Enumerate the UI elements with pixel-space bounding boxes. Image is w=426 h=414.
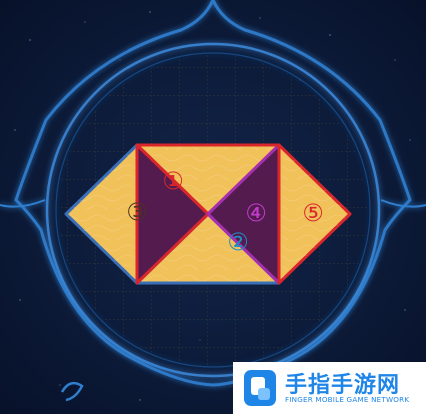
watermark-subtitle: FINGER MOBILE GAME NETWORK — [285, 395, 410, 404]
decorative-swirl-icon — [60, 381, 84, 402]
starfield — [14, 11, 411, 401]
label-piece-3: ③ — [126, 198, 148, 226]
watermark-title: 手指手游网 — [285, 373, 401, 398]
piece-5-texture — [279, 145, 350, 283]
label-piece-1: ① — [162, 167, 184, 195]
piece-3-texture — [66, 145, 137, 283]
puzzle-board — [64, 143, 352, 285]
piece-labels: ① ② ③ ④ ⑤ — [126, 167, 324, 256]
label-piece-2: ② — [227, 228, 249, 256]
piece-1-dark[interactable] — [135, 143, 210, 285]
finger-logo-icon — [244, 370, 276, 406]
piece-1-texture — [137, 145, 279, 214]
label-piece-5: ⑤ — [302, 199, 324, 227]
label-piece-4: ④ — [245, 199, 267, 227]
ornate-frame — [0, 0, 426, 387]
piece-2-texture — [137, 214, 279, 283]
watermark-logo: 手指手游网 FINGER MOBILE GAME NETWORK — [233, 362, 426, 414]
